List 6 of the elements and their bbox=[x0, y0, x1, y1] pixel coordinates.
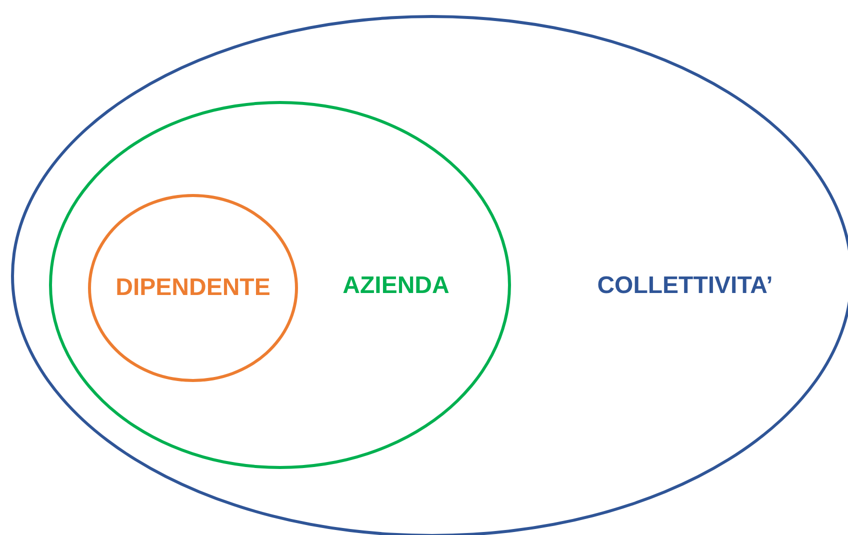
set-label: COLLETTIVITA’ bbox=[597, 272, 773, 300]
set-label: DIPENDENTE bbox=[116, 274, 270, 302]
ellipse bbox=[11, 15, 848, 535]
set-label: AZIENDA bbox=[342, 272, 450, 300]
ellipse bbox=[49, 101, 511, 469]
ellipse bbox=[88, 194, 298, 382]
